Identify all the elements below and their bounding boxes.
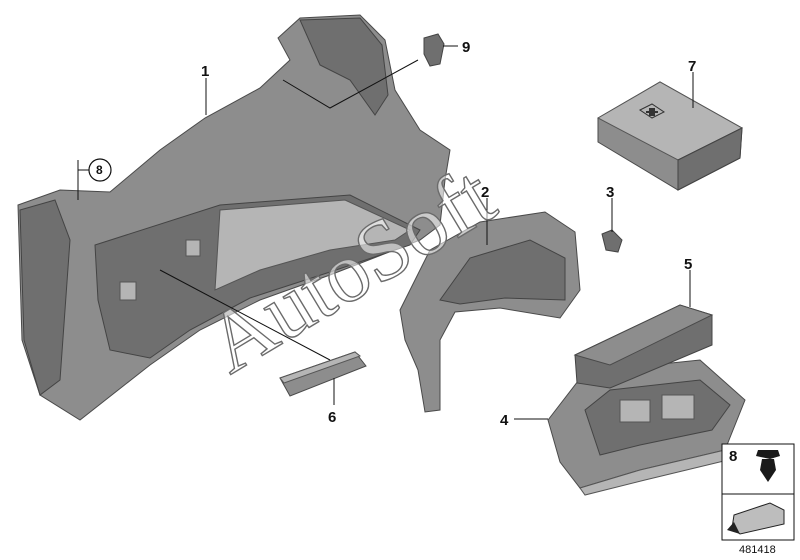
part-1-side-trim-panel (17, 14, 451, 421)
callout-2: 2 (481, 184, 489, 201)
part-9-hook (423, 33, 445, 67)
callout-8-circled: 8 (88, 158, 112, 182)
part-2-wheel-arch-cover (399, 211, 581, 413)
direction-arrow-icon (727, 502, 785, 535)
callout-4: 4 (500, 412, 509, 429)
legend-box-arrow (721, 493, 795, 541)
part-5-cover-lid (573, 304, 714, 389)
part-6-cover-plate (279, 351, 367, 397)
part-3-clip (601, 229, 623, 253)
callout-9: 9 (462, 39, 470, 56)
part-7-first-aid-kit (596, 81, 744, 191)
legend-box-fastener-8: 8 (721, 443, 795, 495)
callout-5: 5 (684, 256, 692, 273)
part-4-storage-tray (547, 359, 746, 496)
push-rivet-icon (756, 450, 780, 482)
callout-6: 6 (328, 409, 336, 426)
document-number: 481418 (739, 544, 776, 556)
leader-lines (77, 45, 694, 420)
callout-8-label: 8 (96, 163, 103, 177)
legend-8-label: 8 (729, 448, 737, 465)
callout-1: 1 (201, 63, 209, 80)
callout-3: 3 (606, 184, 614, 201)
callout-7: 7 (688, 58, 696, 75)
